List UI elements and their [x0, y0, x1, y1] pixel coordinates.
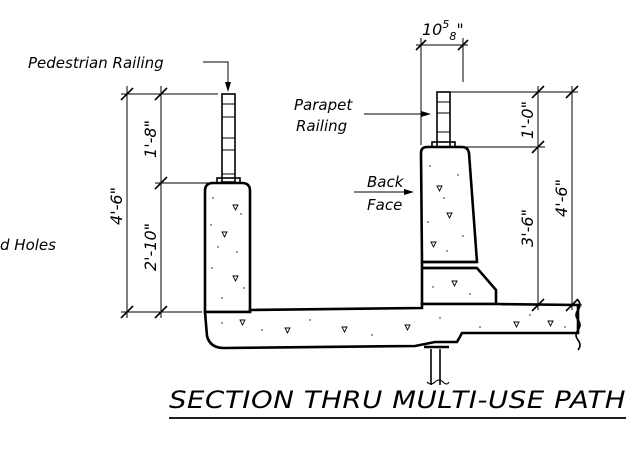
right-rail-height-dimension: 1'-0"	[518, 101, 537, 139]
left-total-height-dimension: 4'-6"	[107, 187, 126, 225]
girder-web	[424, 345, 450, 385]
deck-slab	[203, 299, 581, 351]
post-width-sub: 8	[449, 30, 456, 43]
right-dimension-lines	[450, 85, 582, 312]
holes-label-partial: d Holes	[0, 236, 56, 254]
pedestrian-barrier-wall	[203, 181, 252, 314]
parapet-railing-label-line1: Parapet	[294, 96, 353, 114]
pedestrian-railing-post	[216, 93, 241, 184]
post-width-main: 10	[422, 20, 442, 39]
post-width-inch: "	[456, 20, 463, 39]
right-wall-height-dimension: 3'-6"	[518, 209, 537, 247]
right-total-height-dimension: 4'-6"	[552, 179, 571, 217]
left-wall-height-dimension: 2'-10"	[141, 223, 160, 271]
back-face-label-line1: Back	[367, 173, 405, 191]
leader-lines	[203, 61, 431, 195]
back-face-label-line2: Face	[367, 196, 402, 214]
left-dimension-lines	[120, 86, 218, 319]
parapet-railing-post	[431, 91, 456, 148]
pedestrian-railing-label: Pedestrian Railing	[28, 54, 164, 72]
post-width-sup: 5	[442, 18, 449, 31]
section-title: SECTION THRU MULTI-USE PATH	[169, 386, 626, 414]
post-width-dimension-text: 1058"	[422, 18, 464, 43]
left-rail-height-dimension: 1'-8"	[141, 120, 160, 158]
post-width-dimension	[415, 38, 469, 145]
parapet-barrier-wall	[419, 145, 498, 306]
parapet-railing-label-line2: Railing	[296, 117, 347, 135]
